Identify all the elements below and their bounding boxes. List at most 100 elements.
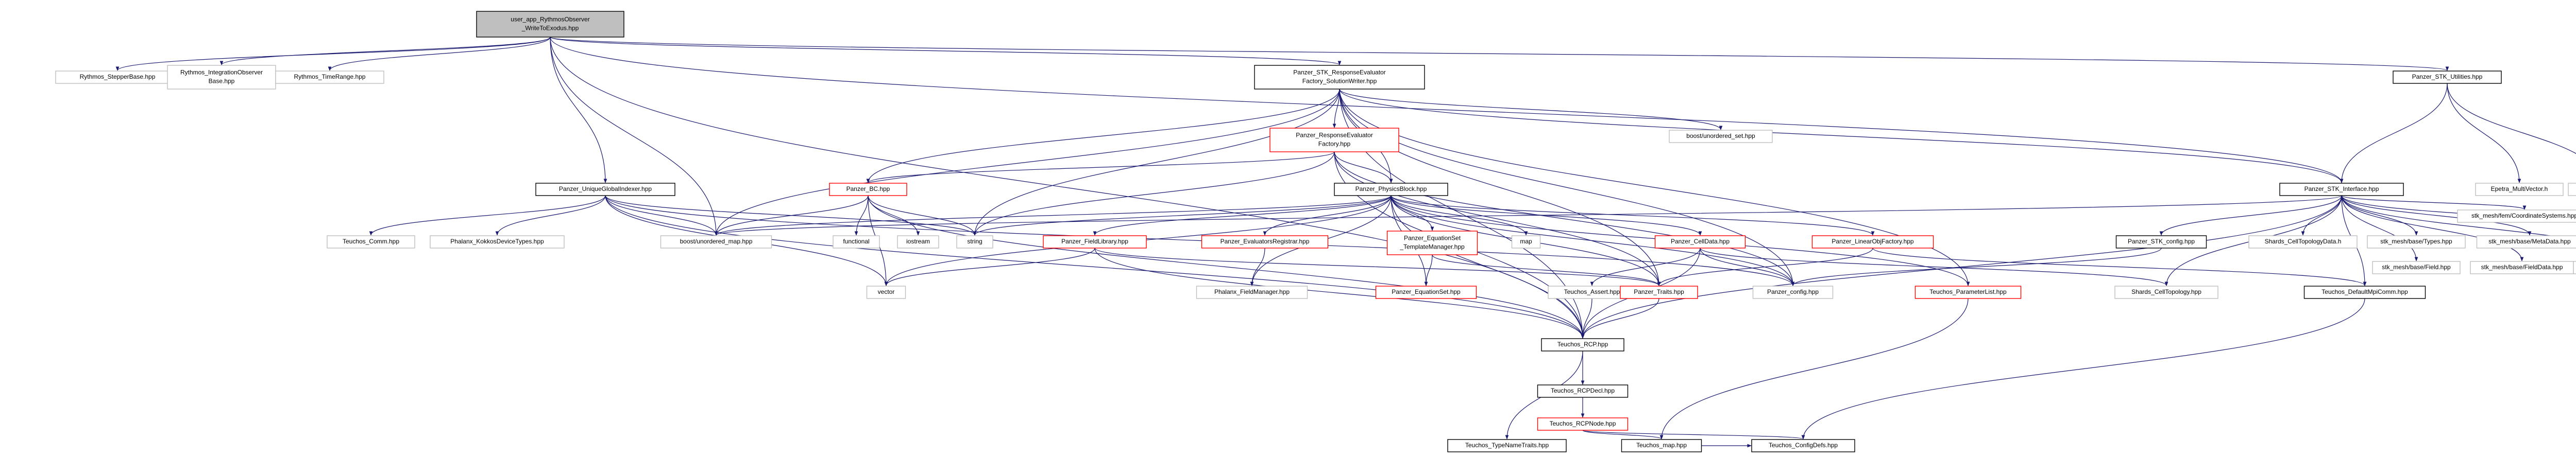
node-label-stk-types-0: stk_mesh/base/Types.hpp	[2380, 238, 2452, 245]
node-label-equationset-tm-0: Panzer_EquationSet	[1404, 235, 1461, 242]
node-eval-flagline[interactable]: Panzer_EvaluatorsRegistrar.hpp	[1201, 235, 1329, 249]
edge-root-to-boost-unordered-map	[550, 37, 718, 236]
node-shards-celltopo[interactable]: Shards_CellTopology.hpp	[2114, 286, 2218, 299]
node-label-linear-obj-factory-0: Panzer_LinearObjFactory.hpp	[1832, 238, 1914, 245]
edge-field-library-to-panzer-traits	[1094, 248, 1661, 286]
node-physics-block[interactable]: Panzer_PhysicsBlock.hpp	[1334, 183, 1448, 196]
node-box-time-range	[275, 71, 384, 84]
edge-unique-global-to-panzer-config	[605, 195, 1795, 286]
node-stk-fem-metadata[interactable]: stk_mesh/fem/FEMMetaData.hpp	[2573, 261, 2576, 274]
edge-stk-interface-to-stk-config	[2159, 195, 2342, 236]
node-box-linear-obj-factory	[1811, 235, 1934, 249]
node-teuchos-map[interactable]: Teuchos_map.hpp	[1621, 439, 1702, 452]
node-panzer-config[interactable]: Panzer_config.hpp	[1752, 286, 1834, 299]
node-stk-types[interactable]: stk_mesh/base/Types.hpp	[2367, 235, 2466, 249]
node-label-vector-0: vector	[878, 288, 895, 295]
node-label-teuchos-typenametraits-0: Teuchos_TypeNameTraits.hpp	[1465, 442, 1549, 449]
edge-teuchos-defaultmpicomm-to-teuchos-configdefs	[1801, 298, 2365, 440]
edge-physics-block-to-linear-obj-factory	[1391, 195, 1875, 236]
node-equationset-tm[interactable]: Panzer_EquationSet_TemplateManager.hpp	[1386, 231, 1478, 255]
edge-resp-eval-factory-to-stk-interface	[1339, 89, 2344, 183]
node-functional[interactable]: functional	[833, 235, 880, 249]
edge-stk-utilities-to-epetra-vector	[2447, 83, 2576, 154]
node-shards-celltopo-h[interactable]: Shards_CellTopologyData.h	[2248, 235, 2358, 249]
node-stk-config[interactable]: Panzer_STK_config.hpp	[2115, 235, 2207, 249]
node-teuchos-rcpdecl[interactable]: Teuchos_RCPDecl.hpp	[1537, 384, 1629, 398]
nodes-layer: user_app_RythmosObserver_WriteToExodus.h…	[55, 11, 2576, 452]
node-unique-global[interactable]: Panzer_UniqueGlobalIndexer.hpp	[535, 183, 675, 196]
node-box-physics-block	[1334, 183, 1448, 196]
node-label-response-eval-0: Panzer_ResponseEvaluator	[1296, 132, 1372, 139]
edge-stk-interface-to-stk-metadata	[2341, 195, 2532, 236]
node-root[interactable]: user_app_RythmosObserver_WriteToExodus.h…	[476, 11, 624, 38]
node-epetra-multivector[interactable]: Epetra_MultiVector.h	[2475, 183, 2564, 196]
node-iostream[interactable]: iostream	[897, 235, 939, 249]
node-cell-data[interactable]: Panzer_CellData.hpp	[1654, 235, 1746, 249]
node-box-panzer-bc	[829, 183, 907, 196]
node-map[interactable]: map	[1511, 235, 1541, 249]
node-teuchos-configdefs[interactable]: Teuchos_ConfigDefs.hpp	[1751, 439, 1855, 452]
node-teuchos-typenametraits[interactable]: Teuchos_TypeNameTraits.hpp	[1447, 439, 1567, 452]
node-boost-unordered-set[interactable]: boost/unordered_set.hpp	[1669, 130, 1773, 143]
node-label-map-0: map	[1520, 238, 1532, 245]
edge-linear-obj-factory-to-teuchos-defaultmpicomm	[1872, 248, 2367, 286]
edge-panzer-bc-to-functional	[854, 195, 869, 236]
edge-physics-block-to-eval-flagline	[1263, 195, 1392, 236]
node-vector[interactable]: vector	[866, 286, 906, 299]
edge-response-eval-to-panzer-bc	[866, 151, 1335, 183]
node-boost-unordered-map[interactable]: boost/unordered_map.hpp	[660, 235, 772, 249]
edge-physics-block-to-panzer-config	[1391, 195, 1795, 286]
node-panzer-traits[interactable]: Panzer_Traits.hpp	[1620, 286, 1698, 299]
node-box-boost-unordered-set	[1669, 130, 1773, 143]
node-teuchos-defaultmpicomm[interactable]: Teuchos_DefaultMpiComm.hpp	[2303, 286, 2426, 299]
edge-cell-data-to-shards-celltopo	[1700, 248, 2168, 286]
node-epetra-vector[interactable]: Epetra_Vector.h	[2568, 183, 2576, 196]
node-label-eval-flagline-0: Panzer_EvaluatorsRegistrar.hpp	[1221, 238, 1310, 245]
node-time-range[interactable]: Rythmos_TimeRange.hpp	[275, 71, 384, 84]
node-label-stk-interface-0: Panzer_STK_Interface.hpp	[2304, 185, 2379, 192]
edge-field-library-to-teuchos-rcp	[1094, 248, 1585, 339]
node-label-cell-data-0: Panzer_CellData.hpp	[1671, 238, 1730, 245]
node-stk-coord-systems[interactable]: stk_mesh/fem/CoordinateSystems.hpp	[2457, 209, 2576, 223]
node-box-resp-eval-factory	[1254, 65, 1425, 90]
edge-stk-config-to-panzer-config	[1791, 248, 2162, 286]
node-label-root-1: _WriteToExodus.hpp	[521, 25, 579, 32]
node-box-teuchos-configdefs	[1751, 439, 1855, 452]
node-phalanx-fieldmanager[interactable]: Phalanx_FieldManager.hpp	[1196, 286, 1308, 299]
node-box-stk-config	[2115, 235, 2207, 249]
node-stepper-base[interactable]: Rythmos_StepperBase.hpp	[55, 71, 180, 84]
edge-field-library-to-vector	[884, 248, 1095, 286]
node-label-teuchos-rcpnode-0: Teuchos_RCPNode.hpp	[1550, 420, 1616, 427]
node-panzer-bc[interactable]: Panzer_BC.hpp	[829, 183, 907, 196]
edge-root-to-stk-interface	[550, 37, 2344, 183]
edge-stk-interface-to-stk-coord-systems	[2341, 195, 2527, 210]
node-teuchos-paramlist[interactable]: Teuchos_ParameterList.hpp	[1914, 286, 2022, 299]
edge-eval-flagline-to-phalanx-fieldmanager	[1250, 248, 1265, 286]
edge-teuchos-rcpnode-to-teuchos-map	[1582, 430, 1664, 440]
node-box-stk-interface	[2279, 183, 2404, 196]
node-string[interactable]: string	[956, 235, 993, 249]
node-stk-metadata[interactable]: stk_mesh/base/MetaData.hpp	[2476, 235, 2576, 249]
node-linear-obj-factory[interactable]: Panzer_LinearObjFactory.hpp	[1811, 235, 1934, 249]
node-label-boost-unordered-map-0: boost/unordered_map.hpp	[680, 238, 753, 245]
edge-physics-block-to-string	[973, 195, 1392, 236]
node-phalanx-kokkos[interactable]: Phalanx_KokkosDeviceTypes.hpp	[430, 235, 565, 249]
node-teuchos-comm[interactable]: Teuchos_Comm.hpp	[327, 235, 415, 249]
node-teuchos-rcp[interactable]: Teuchos_RCP.hpp	[1541, 338, 1624, 351]
node-label-teuchos-configdefs-0: Teuchos_ConfigDefs.hpp	[1769, 442, 1838, 449]
edge-resp-eval-factory-to-boost-unordered-set	[1339, 89, 1723, 130]
node-stk-interface[interactable]: Panzer_STK_Interface.hpp	[2279, 183, 2404, 196]
node-equation-set[interactable]: Panzer_EquationSet.hpp	[1375, 286, 1477, 299]
node-box-map	[1511, 235, 1541, 249]
node-teuchos-rcpnode[interactable]: Teuchos_RCPNode.hpp	[1537, 417, 1629, 431]
node-box-field-library	[1043, 235, 1147, 249]
node-stk-utilities[interactable]: Panzer_STK_Utilities.hpp	[2393, 71, 2502, 84]
node-stk-field[interactable]: stk_mesh/base/Field.hpp	[2372, 261, 2461, 274]
node-resp-eval-factory[interactable]: Panzer_STK_ResponseEvaluatorFactory_Solu…	[1254, 65, 1425, 90]
node-box-teuchos-defaultmpicomm	[2303, 286, 2426, 299]
node-stk-fielddata[interactable]: stk_mesh/base/FieldData.hpp	[2470, 261, 2574, 274]
node-field-library[interactable]: Panzer_FieldLibrary.hpp	[1043, 235, 1147, 249]
edge-root-to-time-range	[328, 37, 551, 71]
